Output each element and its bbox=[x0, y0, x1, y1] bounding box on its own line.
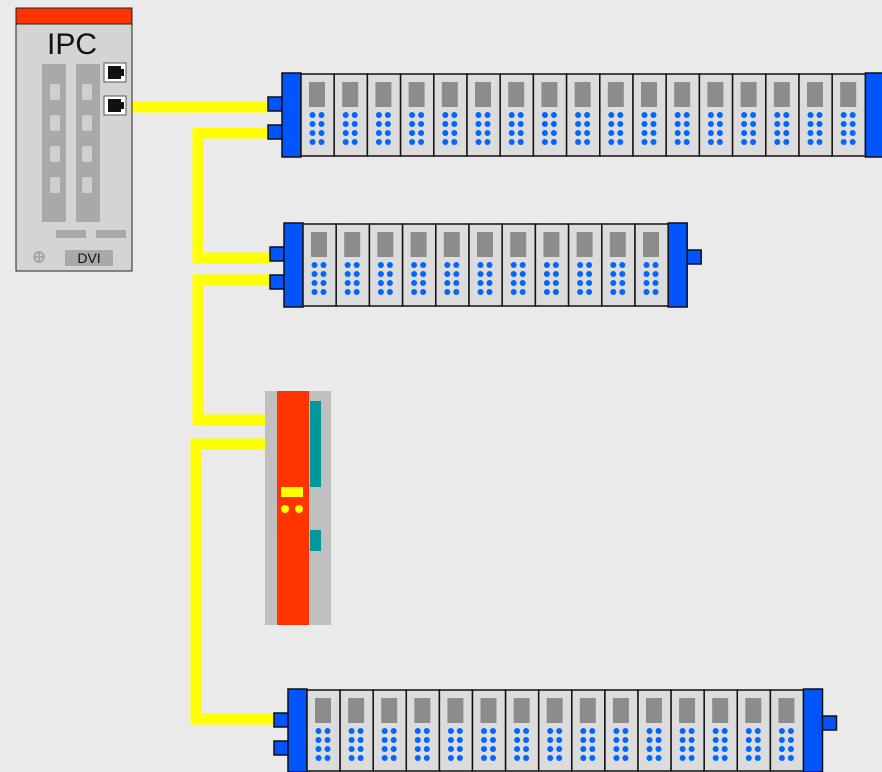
terminal-rails bbox=[267, 72, 882, 772]
terminal-module bbox=[736, 689, 772, 772]
terminal-module bbox=[670, 689, 705, 772]
cable-rail2-coupler bbox=[192, 274, 272, 426]
rail-2 bbox=[269, 222, 702, 308]
power-connector-icon bbox=[33, 251, 45, 263]
rail-endcap-left bbox=[281, 72, 302, 158]
terminal-module bbox=[567, 223, 603, 307]
terminal-module bbox=[499, 73, 535, 157]
rail-port-in bbox=[269, 246, 285, 262]
ipc-slot-left-leds bbox=[50, 84, 60, 193]
terminal-module bbox=[300, 73, 335, 157]
terminal-module bbox=[665, 73, 701, 157]
coupler-side-left bbox=[265, 391, 278, 625]
ipc-slot-right-leds bbox=[82, 84, 92, 193]
terminal-module bbox=[571, 689, 606, 772]
ipc-bay-right bbox=[96, 230, 126, 238]
terminal-module bbox=[831, 73, 867, 157]
cable-coupler-rail3 bbox=[190, 438, 277, 725]
cable-rail1-rail2 bbox=[192, 127, 272, 264]
terminal-module bbox=[698, 73, 734, 157]
rail-port-in bbox=[273, 712, 289, 728]
rail-endcap-right bbox=[864, 72, 882, 158]
terminal-module bbox=[302, 223, 337, 307]
terminal-module bbox=[534, 223, 570, 307]
cables bbox=[132, 101, 277, 725]
terminal-module bbox=[438, 689, 474, 772]
terminal-module bbox=[604, 689, 639, 772]
terminal-module bbox=[765, 73, 800, 157]
rail-3 bbox=[273, 688, 838, 772]
coupler-stripe-bottom bbox=[310, 530, 321, 551]
rail-1 bbox=[267, 72, 882, 158]
terminal-module bbox=[405, 689, 441, 772]
ipc-body bbox=[15, 7, 133, 272]
rail-end-tab bbox=[686, 249, 702, 265]
ipc-bay-left bbox=[56, 230, 86, 238]
terminal-module bbox=[401, 223, 437, 307]
terminal-module bbox=[399, 73, 435, 157]
coupler-status-bar bbox=[281, 487, 303, 497]
rail-endcap-left bbox=[283, 222, 304, 308]
rail-port-out bbox=[269, 274, 285, 290]
rail-port-out bbox=[273, 740, 289, 756]
terminal-module bbox=[637, 689, 672, 772]
terminal-module bbox=[798, 73, 833, 157]
terminal-module bbox=[532, 73, 568, 157]
terminal-module bbox=[306, 689, 341, 772]
dvi-port bbox=[65, 250, 113, 266]
terminal-module bbox=[703, 689, 739, 772]
terminal-module bbox=[504, 689, 540, 772]
terminal-module bbox=[368, 223, 404, 307]
terminal-module bbox=[634, 223, 669, 307]
terminal-module bbox=[333, 73, 369, 157]
terminal-module bbox=[466, 73, 501, 157]
terminal-module bbox=[565, 73, 601, 157]
terminal-module bbox=[372, 689, 408, 772]
terminal-module bbox=[335, 223, 371, 307]
rail-port-in bbox=[267, 96, 283, 112]
rail-endcap-right bbox=[667, 222, 688, 308]
terminal-module bbox=[601, 223, 636, 307]
coupler-status-led bbox=[281, 505, 289, 513]
terminal-module bbox=[435, 223, 470, 307]
terminal-module bbox=[471, 689, 507, 772]
ipc-device: IPC DVI bbox=[15, 7, 133, 272]
rail-endcap-left bbox=[287, 688, 308, 772]
terminal-module bbox=[468, 223, 503, 307]
coupler-status-led bbox=[295, 505, 303, 513]
terminal-module bbox=[769, 689, 805, 772]
terminal-module bbox=[433, 73, 468, 157]
rail-port-out bbox=[267, 124, 283, 140]
terminal-module bbox=[632, 73, 667, 157]
rail-endcap-right bbox=[802, 688, 824, 772]
terminal-module bbox=[501, 223, 537, 307]
terminal-module bbox=[599, 73, 634, 157]
coupler-module bbox=[265, 391, 331, 625]
terminal-module bbox=[339, 689, 374, 772]
rail-end-tab bbox=[821, 715, 838, 731]
ipc-title: IPC bbox=[47, 28, 97, 61]
ipc-header bbox=[15, 7, 133, 25]
terminal-module bbox=[366, 73, 402, 157]
dvi-port-label: DVI bbox=[77, 250, 100, 266]
coupler-stripe-top bbox=[310, 401, 321, 487]
terminal-module bbox=[537, 689, 573, 772]
terminal-module bbox=[731, 73, 767, 157]
